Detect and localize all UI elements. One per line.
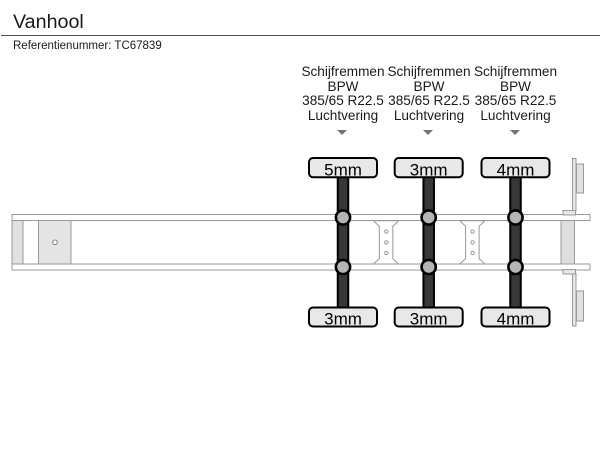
svg-text:3mm: 3mm [410, 310, 448, 329]
svg-text:3mm: 3mm [324, 310, 362, 329]
svg-text:3mm: 3mm [410, 160, 448, 179]
svg-text:4mm: 4mm [497, 310, 535, 329]
svg-text:5mm: 5mm [324, 160, 362, 179]
svg-text:4mm: 4mm [497, 160, 535, 179]
